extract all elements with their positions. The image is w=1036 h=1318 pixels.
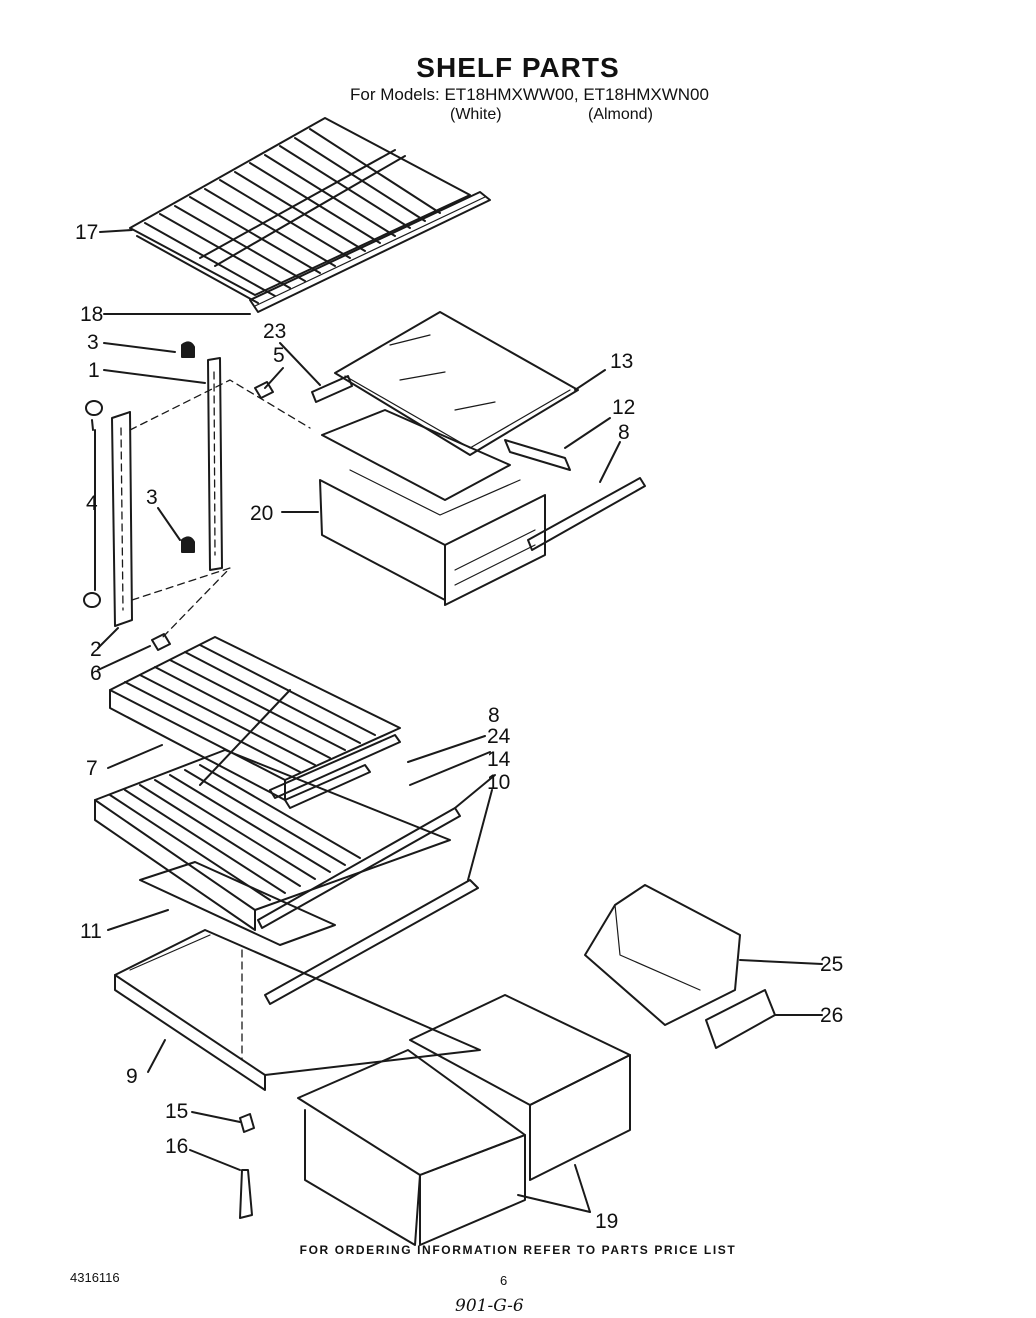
callout-8-upper: 8 bbox=[618, 421, 630, 444]
callout-12: 12 bbox=[612, 396, 636, 419]
crisper-cover-13 bbox=[334, 311, 579, 456]
callout-14: 14 bbox=[487, 748, 511, 771]
rail-8-lower bbox=[269, 734, 401, 799]
callout-20: 20 bbox=[250, 502, 274, 525]
handwritten-note: 901-G-6 bbox=[455, 1296, 524, 1316]
control-15-icon bbox=[239, 1113, 255, 1133]
screw-6-icon bbox=[151, 633, 171, 651]
glass-shelf-14 bbox=[94, 749, 451, 931]
glass-11 bbox=[139, 861, 336, 946]
callout-17: 17 bbox=[75, 221, 99, 244]
control-16-icon bbox=[239, 1169, 253, 1219]
callout-7: 7 bbox=[86, 757, 98, 780]
document-number: 4316116 bbox=[70, 1270, 120, 1285]
clip-3-upper-icon bbox=[181, 341, 195, 358]
callout-26: 26 bbox=[820, 1004, 844, 1027]
callout-19: 19 bbox=[595, 1210, 619, 1233]
crisper-drawers-19 bbox=[297, 994, 631, 1246]
variant-almond: (Almond) bbox=[588, 106, 653, 123]
cap-4-lower-icon bbox=[83, 592, 101, 608]
callout-3-lower: 3 bbox=[146, 486, 158, 509]
clip-3-lower-icon bbox=[181, 536, 195, 553]
pin-5-icon bbox=[254, 381, 274, 399]
callout-10: 10 bbox=[487, 771, 511, 794]
page-title: SHELF PARTS bbox=[416, 52, 620, 83]
callout-8-lower: 8 bbox=[488, 704, 500, 727]
callout-5: 5 bbox=[273, 344, 285, 367]
rail-24 bbox=[284, 764, 371, 809]
crisper-frame-9 bbox=[114, 929, 481, 1091]
support-23 bbox=[311, 375, 353, 403]
callout-3-upper: 3 bbox=[87, 331, 99, 354]
callout-23: 23 bbox=[263, 320, 287, 343]
callout-15: 15 bbox=[165, 1100, 189, 1123]
callout-11: 11 bbox=[80, 920, 102, 943]
callout-6: 6 bbox=[90, 662, 102, 685]
rail-14 bbox=[257, 807, 461, 929]
variant-white: (White) bbox=[450, 106, 502, 123]
callout-2: 2 bbox=[90, 638, 102, 661]
callout-24: 24 bbox=[487, 725, 511, 748]
shelf-ladder-2 bbox=[111, 411, 133, 627]
models-line: For Models: ET18HMXWW00, ET18HMXWN00 bbox=[350, 85, 709, 104]
meat-drawer-20 bbox=[319, 409, 546, 606]
wire-shelf-7 bbox=[109, 636, 401, 801]
callout-9: 9 bbox=[126, 1065, 138, 1088]
callout-18: 18 bbox=[80, 303, 104, 326]
shelf-rail-18 bbox=[249, 191, 491, 313]
callout-25: 25 bbox=[820, 953, 844, 976]
rail-10 bbox=[264, 879, 479, 1005]
shelf-ladder-1 bbox=[207, 357, 223, 571]
callout-16: 16 bbox=[165, 1135, 189, 1158]
glide-12 bbox=[504, 439, 571, 471]
ordering-note: FOR ORDERING INFORMATION REFER TO PARTS … bbox=[299, 1243, 737, 1257]
wire-shelf-17 bbox=[129, 117, 471, 304]
cap-4-upper-icon bbox=[85, 400, 103, 416]
page-number: 6 bbox=[500, 1273, 508, 1288]
callout-13: 13 bbox=[610, 350, 634, 373]
utility-bin-25 bbox=[584, 884, 741, 1026]
callout-4: 4 bbox=[86, 492, 98, 515]
callout-1: 1 bbox=[88, 359, 100, 382]
